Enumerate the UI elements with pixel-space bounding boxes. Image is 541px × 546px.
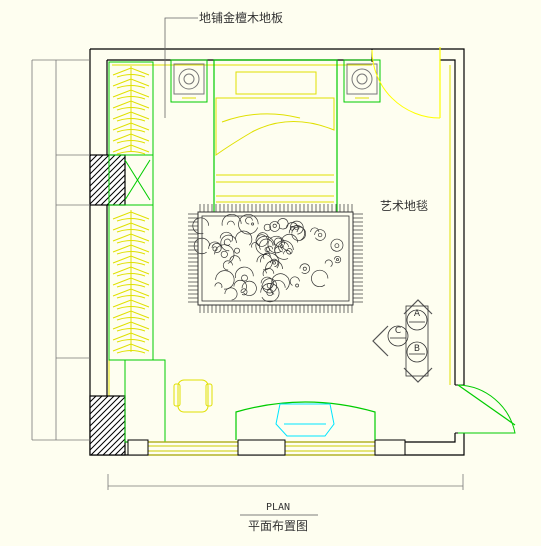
rug-swirl — [286, 222, 299, 233]
rug-swirl — [262, 252, 271, 260]
floor-note-leader — [164, 17, 198, 118]
door-right-lower — [455, 384, 516, 434]
rug-dot — [272, 261, 276, 265]
elevation-mark-b: B — [414, 344, 420, 354]
rug-swirl — [278, 241, 289, 253]
rug-swirl — [234, 266, 254, 279]
rug-swirl — [215, 270, 235, 290]
plan-title-en: PLAN — [266, 502, 290, 513]
bottom-dimension-line — [107, 474, 464, 490]
rug-swirl — [271, 273, 290, 290]
rug-swirl — [310, 227, 320, 233]
rug-dot — [264, 246, 270, 253]
rug-swirl — [235, 230, 253, 246]
rug-swirl — [223, 238, 231, 246]
rug-swirl — [222, 260, 233, 271]
rug-swirl — [240, 288, 248, 296]
rug-swirl — [219, 231, 233, 242]
rug-swirl — [299, 263, 310, 274]
rug-swirl — [289, 276, 300, 286]
rug-dot — [336, 258, 339, 262]
rug-dot — [266, 289, 274, 297]
rug-dot — [234, 247, 240, 254]
rug-swirl — [333, 256, 342, 264]
rug-dot — [251, 222, 255, 226]
rug-swirl — [193, 237, 211, 255]
rug-swirl — [245, 216, 253, 225]
rug-swirl — [314, 229, 326, 241]
plan-title-cn: 平面布置图 — [248, 519, 308, 533]
rug-swirl — [277, 218, 289, 230]
rug-swirl — [330, 238, 344, 252]
column-lower — [89, 395, 126, 456]
rug-swirl — [270, 279, 286, 295]
elevation-mark-c: C — [395, 326, 401, 336]
rug-swirl — [262, 278, 278, 294]
desk — [235, 401, 376, 440]
rug-swirl — [289, 220, 304, 235]
door-top-right — [371, 47, 441, 119]
rug-swirl — [259, 238, 274, 250]
rug-dot — [212, 246, 218, 252]
rug-dot — [280, 244, 284, 248]
floor-note-label: 地铺金檀木地板 — [199, 10, 283, 25]
rug-dot — [302, 266, 307, 271]
rug-swirl — [226, 220, 235, 226]
rug-swirl — [255, 235, 275, 255]
rug-swirl — [311, 269, 329, 287]
rug-dot — [263, 223, 272, 232]
nightstand-left — [170, 59, 208, 103]
rug-dot — [317, 232, 323, 238]
rug-swirl — [192, 217, 210, 235]
rug-swirl — [267, 235, 285, 254]
elevation-mark-a: A — [414, 309, 421, 319]
rug-swirl — [214, 244, 235, 264]
column-upper — [89, 154, 126, 206]
rug-swirl — [220, 234, 237, 252]
rug-swirl — [262, 268, 275, 277]
rug-dot — [334, 243, 340, 249]
rug-swirl — [214, 282, 223, 288]
rug-swirl — [241, 280, 257, 296]
rug-swirl — [280, 233, 299, 251]
left-dimension-lines — [31, 59, 90, 441]
rug-dot — [220, 250, 228, 258]
rug-swirl — [233, 279, 247, 294]
rug-dot — [286, 248, 293, 255]
rug-swirl — [256, 254, 273, 271]
rug-swirl — [269, 221, 280, 232]
rug-swirl — [229, 255, 241, 262]
rug-swirl — [238, 214, 259, 235]
rug-dot — [241, 274, 248, 282]
rug-swirl — [274, 240, 294, 260]
rug-swirl — [208, 241, 222, 249]
rug-dot — [289, 226, 295, 231]
rug-swirl — [224, 287, 238, 301]
rug-swirl — [251, 242, 260, 248]
rug-dot — [295, 283, 299, 288]
rug-swirl — [255, 234, 268, 247]
rug-swirl — [288, 225, 306, 241]
elevation-marker — [372, 299, 433, 383]
rug-swirl — [221, 213, 242, 226]
rug-swirl — [259, 252, 280, 269]
nightstand-right — [343, 59, 381, 103]
rug-swirl — [324, 259, 333, 267]
rug-swirl — [256, 232, 269, 240]
carpet-label: 艺术地毯 — [380, 199, 428, 213]
window-mullions — [127, 439, 406, 456]
rug-swirl — [260, 283, 280, 303]
art-rug — [188, 204, 363, 313]
bed — [213, 59, 338, 218]
rug-dot — [272, 223, 277, 228]
rug-swirl — [265, 260, 283, 274]
armchair — [173, 379, 213, 413]
